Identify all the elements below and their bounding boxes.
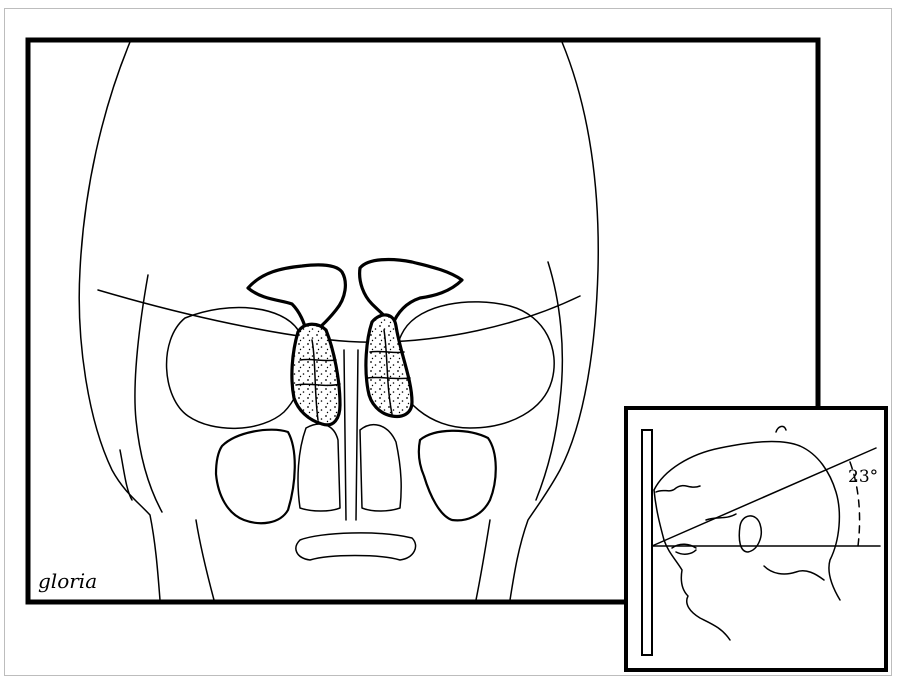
nasal-septum (344, 350, 358, 520)
left-frontal-sinus (248, 265, 345, 336)
right-jaw-line (476, 520, 490, 600)
right-ethmoid-cells (366, 315, 412, 417)
left-maxillary-sinus (216, 430, 295, 524)
right-nasal-cavity (360, 425, 401, 511)
artist-signature: gloria (38, 569, 97, 593)
palate-outline (296, 533, 416, 560)
left-orbit (167, 308, 306, 429)
left-jaw-line (196, 520, 214, 600)
angle-label: 23° (848, 467, 878, 487)
right-maxillary-sinus (419, 431, 496, 521)
image-receptor-bar (642, 430, 652, 655)
head-outline-right (510, 42, 598, 600)
right-orbit (395, 302, 554, 428)
right-cheek-line (536, 262, 562, 500)
right-frontal-sinus (360, 260, 462, 326)
left-ethmoid-cells (292, 324, 340, 425)
left-nasal-cavity (298, 424, 340, 511)
left-ear-line (120, 450, 132, 500)
left-cheek-line (135, 275, 162, 512)
positioning-inset: 23° (626, 408, 886, 670)
orbital-arch-line (98, 290, 580, 342)
inset-frame (626, 408, 886, 670)
head-outline (79, 42, 160, 600)
